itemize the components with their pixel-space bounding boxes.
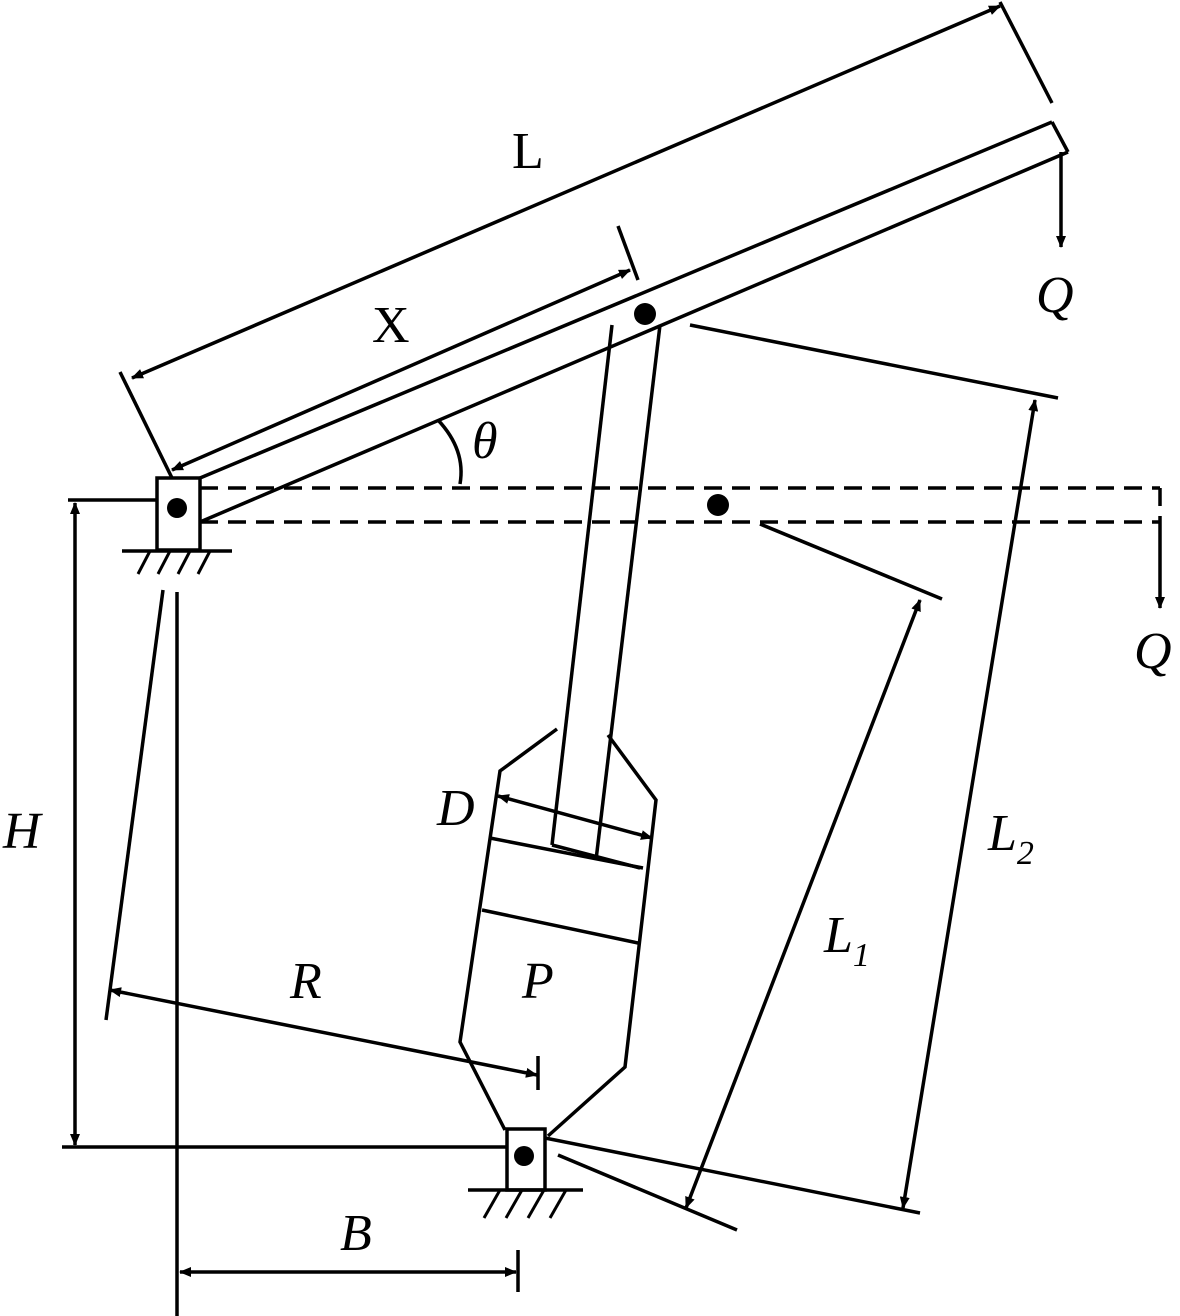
label-q-bottom: Q [1134,623,1172,680]
dimension-b [175,592,520,1316]
label-l: L [512,123,544,180]
dimension-l1 [557,522,943,1232]
label-d: D [436,780,475,837]
boom-raised [199,120,1070,524]
label-q-top: Q [1036,267,1074,324]
label-l1: L1 [823,907,870,974]
label-r: R [289,953,322,1010]
dimension-x [171,225,640,472]
hydraulic-cylinder [458,324,662,1138]
bottom-pivot-support [468,1127,583,1219]
label-x: X [372,297,410,354]
boom-pin-raised [634,303,656,325]
dimension-r [104,589,540,1090]
theta-arc [436,418,463,485]
dimension-l2 [544,323,1059,1215]
label-theta: θ [472,413,498,470]
dimension-l [118,1,1054,479]
dimension-d-arrow [497,794,653,840]
label-b: B [340,1205,372,1262]
dimension-h [62,498,507,1149]
boom-pin-horizontal [707,494,729,516]
label-h: H [2,803,43,860]
top-pivot-support [122,476,232,575]
label-p: P [521,953,554,1010]
label-l2: L2 [987,805,1034,872]
